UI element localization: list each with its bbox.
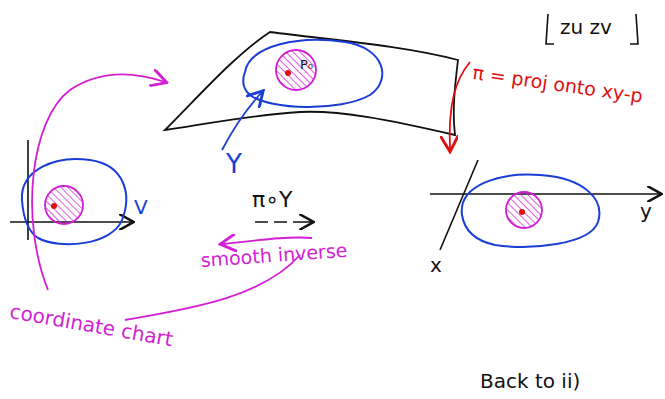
- domain-disk: [45, 186, 83, 224]
- map-arrow: [222, 92, 262, 150]
- domain-label: V: [134, 196, 148, 218]
- map-label: Υ: [226, 150, 242, 179]
- chart-note: coordinate chart: [8, 300, 174, 350]
- composition-label: π∘Υ: [252, 188, 292, 212]
- point: [519, 209, 525, 215]
- note: Back to ii): [480, 370, 580, 392]
- axis-label: y: [640, 200, 652, 222]
- point: [51, 203, 57, 209]
- dashed-arrow-head: [306, 221, 312, 223]
- matrix-bracket: [546, 14, 638, 44]
- plane-region: [462, 175, 600, 247]
- point: [285, 70, 291, 76]
- point-label: P₀: [300, 58, 313, 72]
- chart-arrow: [32, 75, 165, 290]
- domain-region: [22, 159, 126, 244]
- plane-disk: [506, 192, 542, 228]
- surface-region: [243, 40, 382, 107]
- projection-arrow: [450, 62, 470, 150]
- matrix-entries: zu zv: [560, 16, 612, 38]
- surface-disk: [276, 50, 316, 90]
- projection-note: π = proj onto xy-p: [471, 62, 644, 107]
- axis-label: x: [430, 254, 442, 276]
- axis: [440, 160, 478, 250]
- dashed-arrow: [255, 221, 306, 223]
- surface: [165, 32, 458, 135]
